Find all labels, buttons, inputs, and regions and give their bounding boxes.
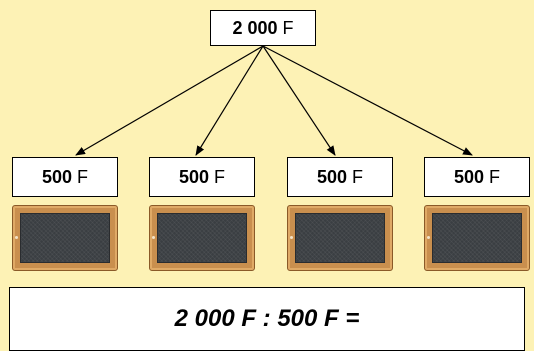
arrow-1 (75, 45, 264, 156)
total-number: 2 000 (232, 17, 278, 38)
slate-board (432, 213, 522, 263)
slate-3 (287, 205, 393, 271)
arrow-4 (262, 45, 473, 156)
arrow-3 (262, 45, 336, 156)
slate-4 (424, 205, 530, 271)
slate-board (295, 213, 385, 263)
total-unit: F (282, 17, 294, 38)
equation-text: 2 000 F : 500 F = (174, 305, 360, 332)
slate-board (157, 213, 247, 263)
slate-1 (12, 205, 118, 271)
part-unit: F (489, 166, 501, 187)
arrow-2 (195, 45, 264, 156)
part-unit: F (214, 166, 226, 187)
equation-box: 2 000 F : 500 F = (9, 287, 525, 351)
slate-nail (15, 236, 18, 239)
part-number: 500 (316, 166, 348, 187)
part-unit: F (352, 166, 364, 187)
slate-board (20, 213, 110, 263)
slate-nail (152, 236, 155, 239)
part-number: 500 (41, 166, 73, 187)
slate-nail (427, 236, 430, 239)
part-number: 500 (453, 166, 485, 187)
slate-2 (149, 205, 255, 271)
part-unit: F (77, 166, 89, 187)
part-number: 500 (178, 166, 210, 187)
slate-nail (290, 236, 293, 239)
